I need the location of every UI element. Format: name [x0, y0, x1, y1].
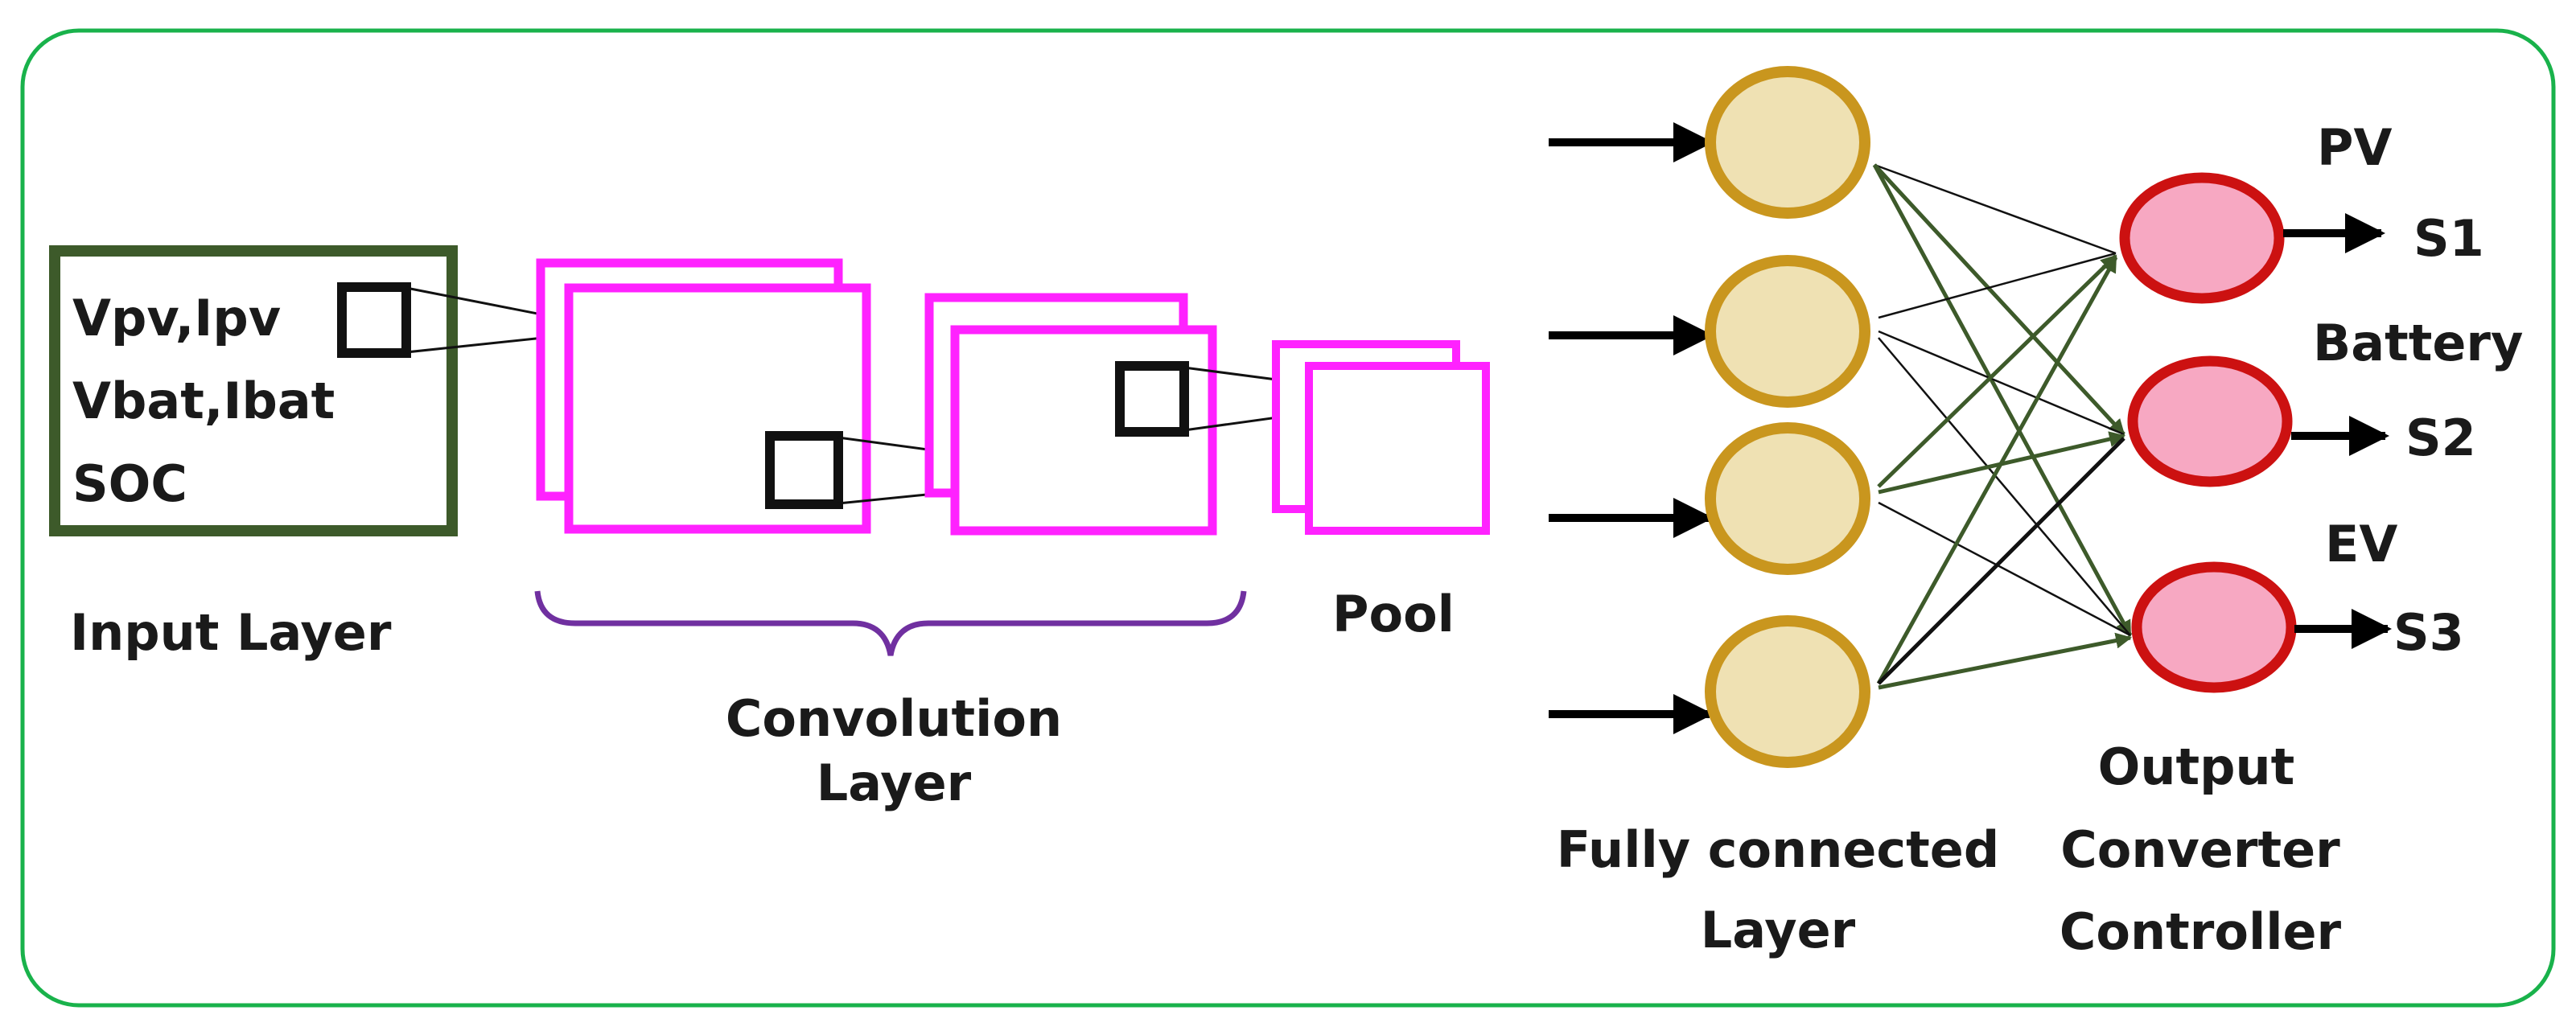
convolution-brace: [534, 590, 1247, 656]
conv-kernel-square-1: [765, 431, 843, 509]
edge-h3-o1: [1877, 254, 2117, 488]
output-layer: PV S1 Battery S2 EV S3 Output Converter …: [2060, 118, 2524, 961]
output-node-ev: [2131, 561, 2297, 693]
output-name-pv: PV: [2317, 118, 2392, 177]
pool-map-front: [1305, 362, 1490, 535]
fc-node-2: [1705, 255, 1870, 408]
edge-h4-o1: [1876, 256, 2118, 685]
fc-connections: [1872, 163, 2133, 690]
diagram-frame: [20, 28, 2556, 1008]
edge-h2-o3: [1878, 337, 2131, 636]
edge-h4-o2: [1877, 437, 2125, 685]
output-signal-s3: S3: [2393, 603, 2464, 662]
input-box: [49, 245, 458, 536]
output-name-battery: Battery: [2313, 314, 2523, 372]
output-signal-s2: S2: [2405, 409, 2476, 467]
input-line-1: Vpv,Ipv: [72, 289, 281, 347]
edge-h2-o1: [1878, 252, 2117, 319]
input-line-2: Vbat,Ibat: [72, 372, 335, 430]
output-label-line-2: Converter: [2060, 820, 2340, 879]
output-label-line-1: Output: [2098, 737, 2295, 796]
input-layer-label: Input Layer: [70, 603, 392, 662]
output-node-pv: [2119, 172, 2285, 304]
input-kernel-square: [337, 282, 411, 358]
edge-h1-o3: [1872, 163, 2133, 637]
pool-label: Pool: [1332, 585, 1455, 643]
convolution-label-line-2: Layer: [817, 754, 972, 812]
fc-label-line-1: Fully connected: [1557, 820, 1999, 879]
input-line-3: SOC: [72, 454, 187, 513]
fc-node-4: [1705, 615, 1870, 768]
edge-h3-o3: [1878, 501, 2131, 637]
output-node-battery: [2127, 355, 2293, 487]
conv-map-1-front: [564, 283, 871, 534]
fc-label-line-2: Layer: [1701, 901, 1856, 959]
convolution-label-line-1: Convolution: [726, 689, 1062, 748]
edge-h1-o2: [1873, 163, 2125, 436]
output-signal-s1: S1: [2413, 209, 2484, 268]
edge-h2-o2: [1878, 330, 2125, 436]
edge-h4-o3: [1878, 632, 2132, 690]
fc-node-3: [1705, 422, 1870, 575]
output-name-ev: EV: [2325, 515, 2397, 573]
fully-connected-layer: Fully connected Layer: [1549, 66, 2133, 959]
convolution-layer: Convolution Layer: [534, 258, 1418, 812]
output-label-line-3: Controller: [2060, 902, 2342, 961]
conv-kernel-square-2: [1115, 361, 1189, 437]
pool-layer: Pool: [1272, 340, 1490, 643]
input-layer: Vpv,Ipv Vbat,Ibat SOC Input Layer: [49, 245, 620, 662]
fc-node-1: [1705, 66, 1870, 219]
edge-h1-o1: [1874, 163, 2117, 255]
